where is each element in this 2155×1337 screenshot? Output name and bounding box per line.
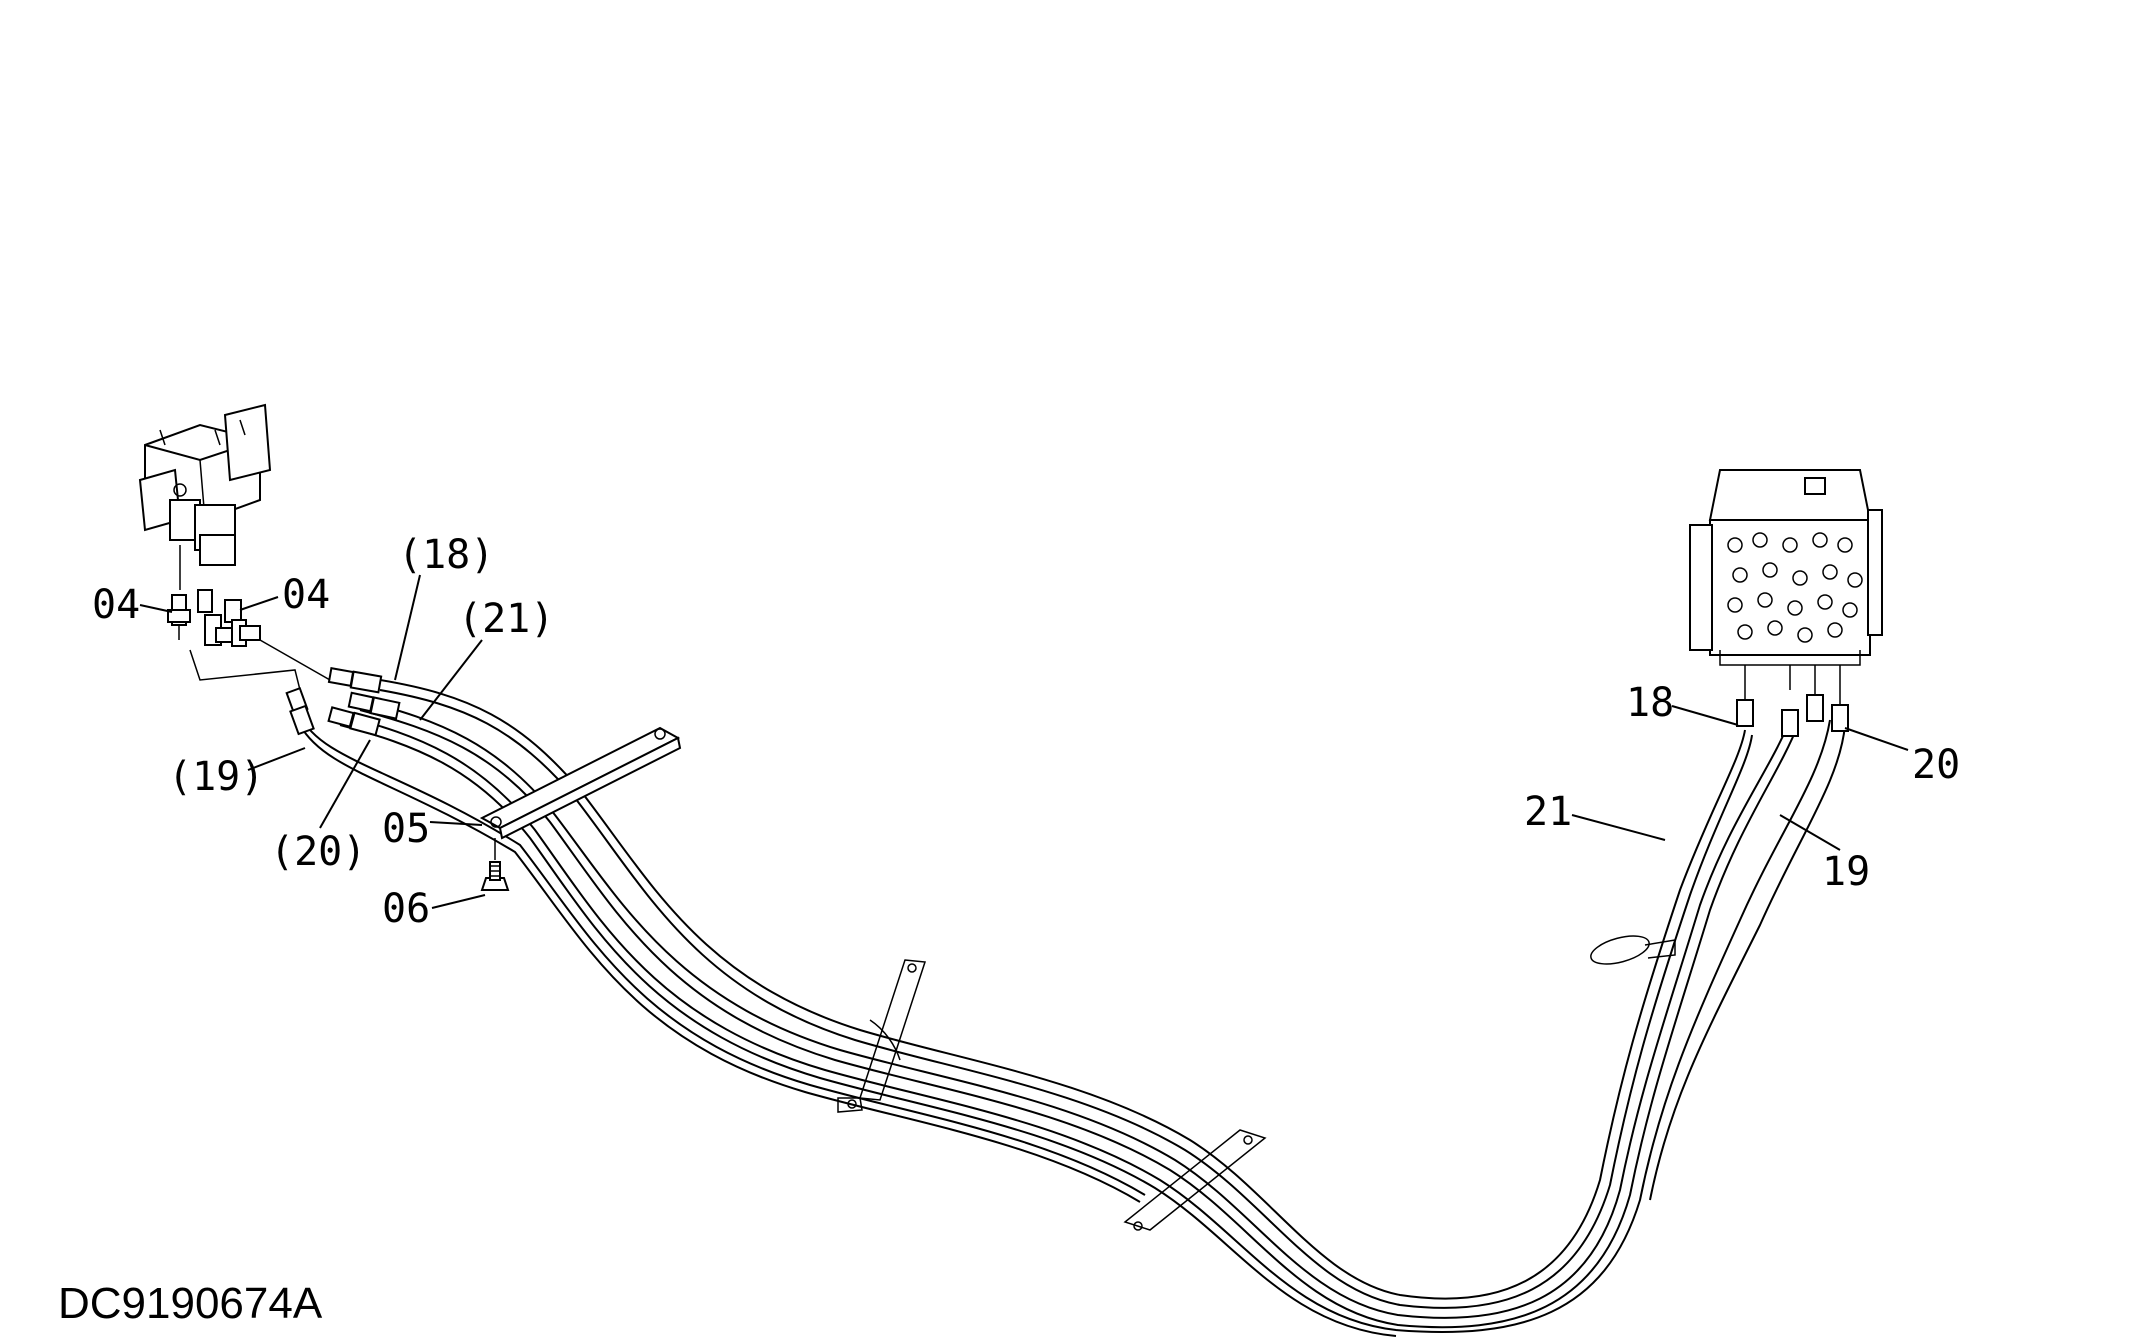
hose-clamp-middle — [837, 959, 927, 1113]
fitting-04-right — [224, 599, 261, 647]
fitting-group-bracket — [189, 649, 301, 691]
control-valve — [1689, 469, 1883, 737]
hose-clamp-lower — [1123, 1129, 1267, 1231]
callout-04-right: 04 — [282, 572, 330, 618]
pilot-valve — [138, 403, 272, 590]
callout-18: 18 — [1626, 680, 1674, 726]
callout-18-paren: (18) — [398, 532, 494, 578]
bracket-05 — [479, 726, 682, 840]
hose-bundle — [299, 679, 1846, 1337]
callout-05: 05 — [382, 806, 430, 852]
callout-04-left: 04 — [92, 582, 140, 628]
callout-21-paren: (21) — [458, 596, 554, 642]
fitting-04-left — [167, 594, 191, 640]
callout-20-paren: (20) — [270, 829, 366, 875]
fitting-04-center — [197, 589, 235, 646]
leader-lines — [139, 574, 1909, 909]
hose-end-fittings-left — [259, 639, 401, 737]
callout-06: 06 — [382, 886, 430, 932]
callout-19-paren: (19) — [168, 754, 264, 800]
hose-clamp-right — [1590, 935, 1676, 965]
document-id: DC9190674A — [58, 1279, 323, 1328]
callout-19: 19 — [1822, 849, 1870, 895]
callout-21: 21 — [1524, 789, 1572, 835]
callout-20: 20 — [1912, 742, 1960, 788]
bolt-06 — [480, 838, 510, 891]
